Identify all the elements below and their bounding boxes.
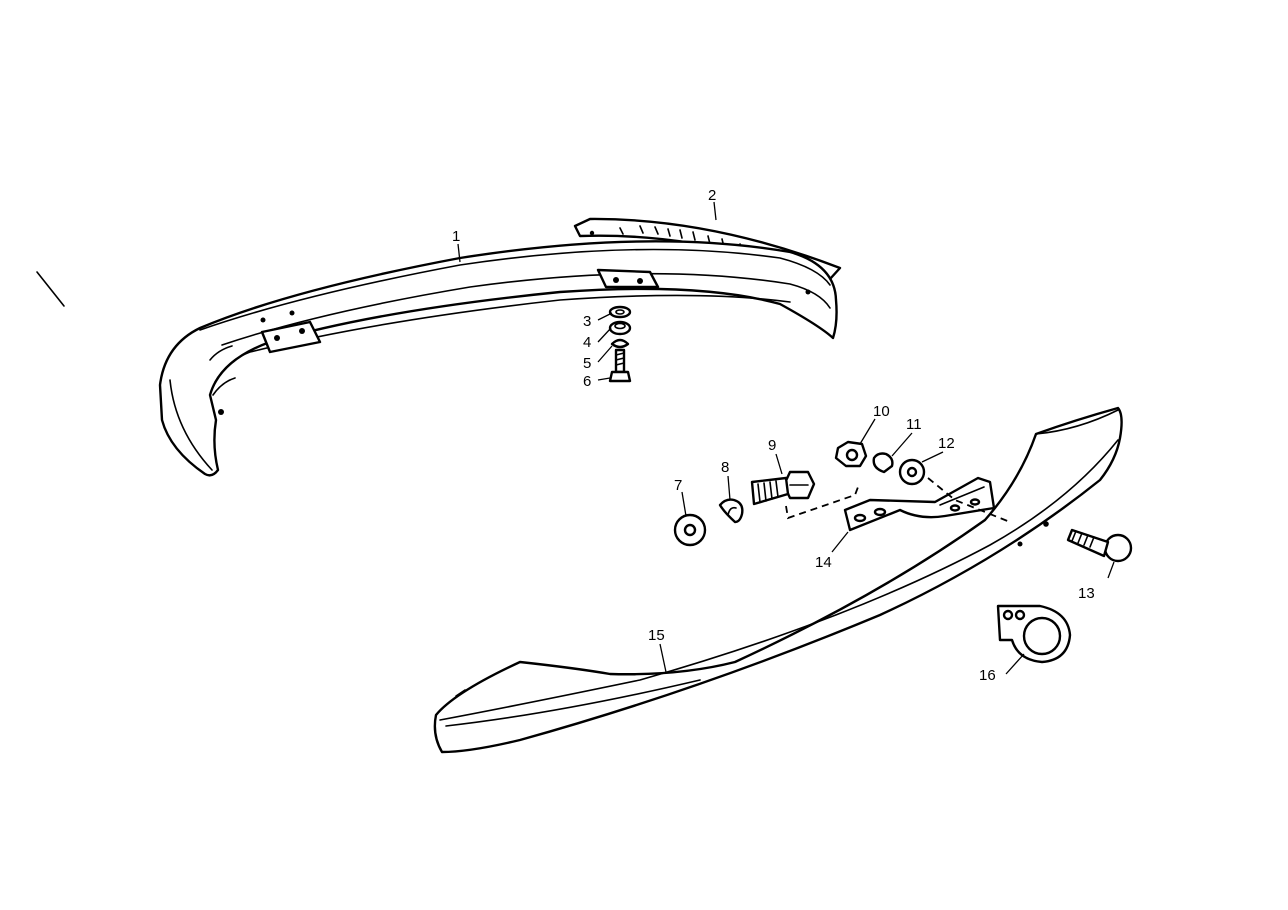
callout-9: 9 [768,437,776,454]
callout-labels: 1 2 3 4 5 6 7 8 9 10 11 12 13 14 15 16 [452,187,1095,684]
mounting-bracket-part-14 [843,476,996,532]
assembly-dashed-line-bolt [785,486,859,520]
fastener-stack-parts-3-6 [608,305,632,383]
callout-3: 3 [583,313,591,330]
flat-washer-part-12 [898,458,926,486]
callout-1: 1 [452,228,460,245]
callout-5: 5 [583,355,591,372]
spring-washer-part-8 [718,498,744,524]
callout-10: 10 [873,403,890,420]
callout-13: 13 [1078,585,1095,602]
callout-14: 14 [815,554,832,571]
callout-4: 4 [583,334,591,351]
flat-washer-part-7 [673,513,707,547]
callout-6: 6 [583,373,591,390]
callout-8: 8 [721,459,729,476]
callout-15: 15 [648,627,665,644]
bracket-plate-part-16 [996,604,1072,664]
callout-12: 12 [938,435,955,452]
callout-7: 7 [674,477,682,494]
stray-mark [36,271,65,307]
hex-bolt-part-9 [750,470,816,506]
callout-16: 16 [979,667,996,684]
callout-11: 11 [906,416,922,433]
carriage-bolt-part-13 [1066,528,1133,563]
lower-bumper-part-15 [433,406,1123,754]
spring-washer-part-11 [872,452,894,474]
callout-2: 2 [708,187,716,204]
leader-lines [457,201,1115,675]
assembly-dashed-line-washers [927,477,1011,523]
upper-bumper-part-1 [158,240,838,477]
hex-nut-part-10 [834,440,868,468]
